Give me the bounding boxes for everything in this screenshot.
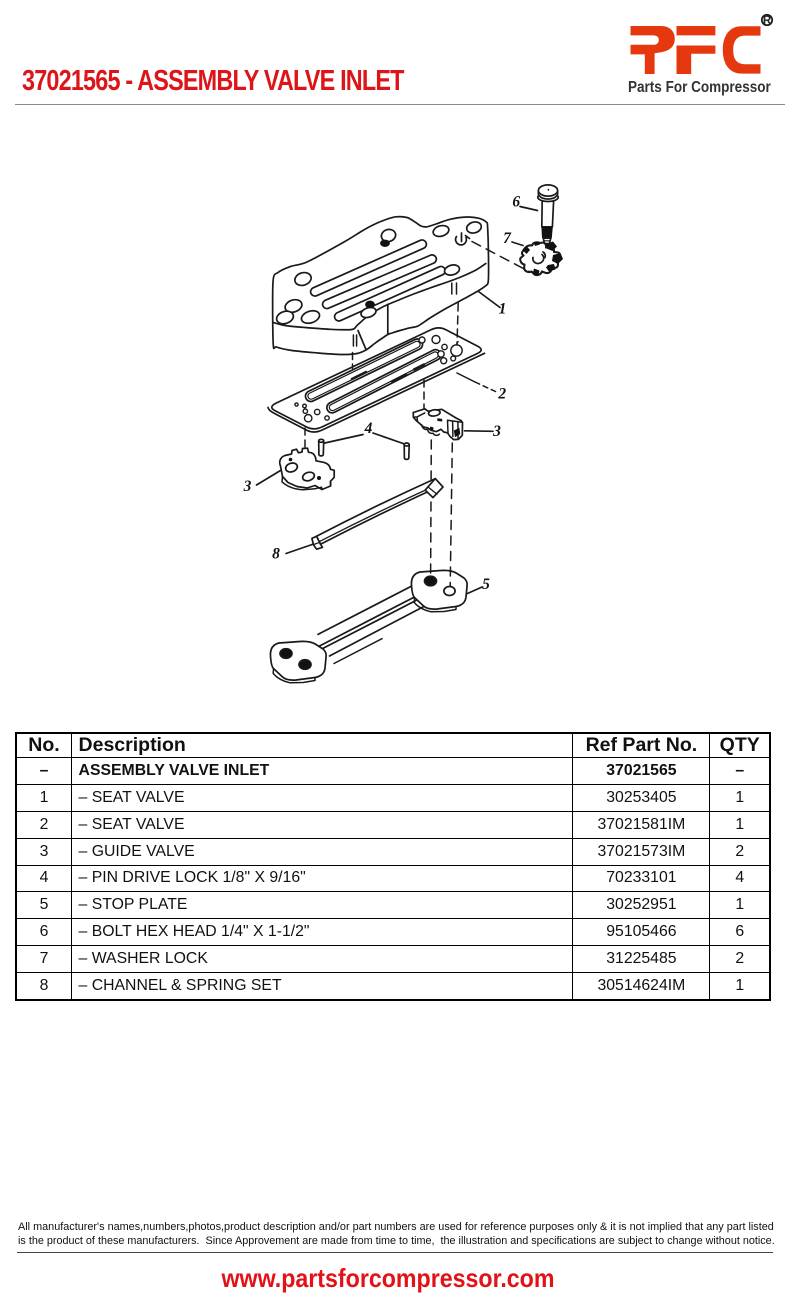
svg-text:6: 6 (512, 194, 520, 211)
svg-text:R: R (763, 15, 772, 27)
svg-text:2: 2 (497, 386, 506, 403)
svg-text:7: 7 (503, 230, 512, 247)
svg-text:3: 3 (492, 423, 501, 440)
svg-text:8: 8 (272, 546, 280, 563)
svg-text:3: 3 (243, 478, 252, 495)
svg-text:5: 5 (482, 576, 490, 593)
svg-text:4: 4 (364, 420, 373, 437)
svg-text:1: 1 (499, 301, 507, 318)
